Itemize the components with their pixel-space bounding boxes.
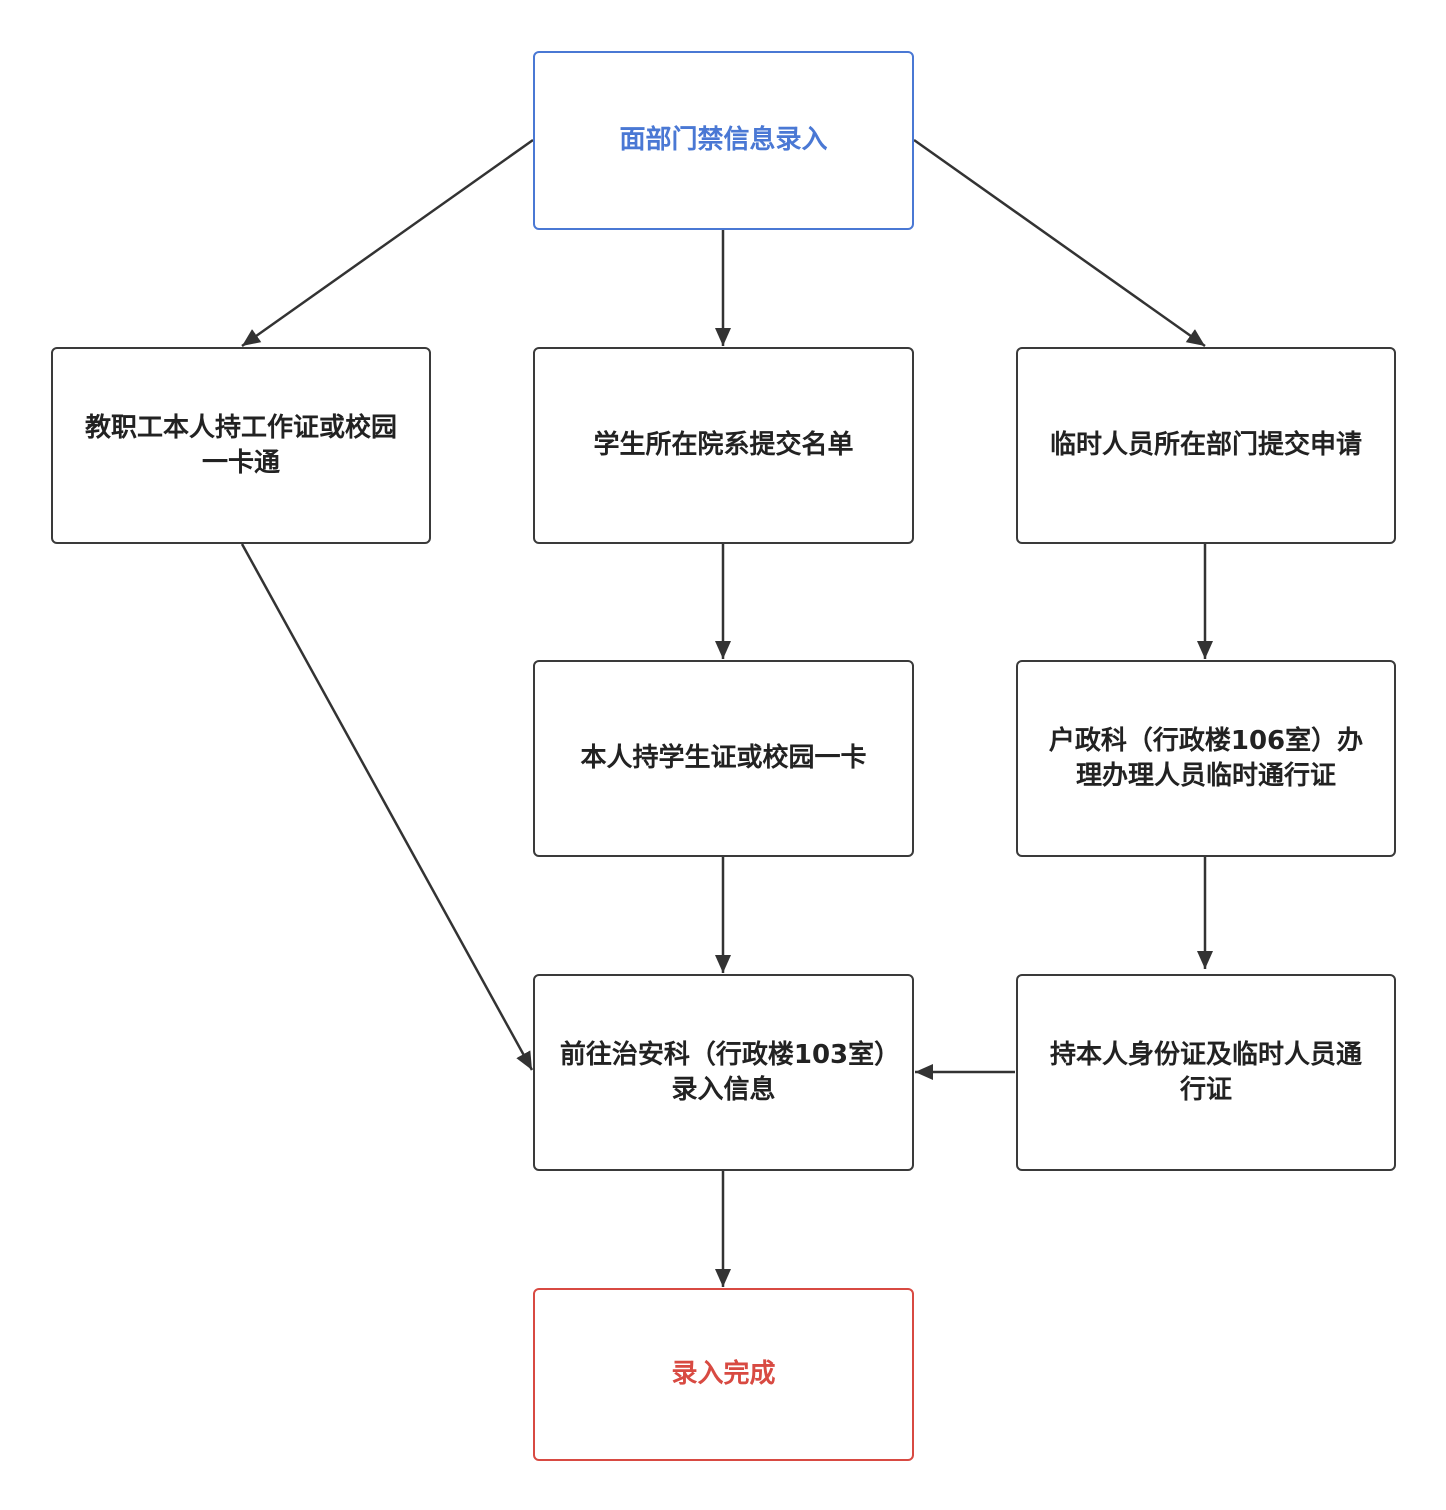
node-staff-label: 教职工本人持工作证或校园一卡通 — [84, 412, 397, 478]
node-temp-pass-label: 持本人身份证及临时人员通行证 — [1049, 1039, 1362, 1105]
node-temp-dept-label: 临时人员所在部门提交申请 — [1049, 430, 1362, 460]
node-temp-pass: 持本人身份证及临时人员通行证 — [1016, 974, 1396, 1171]
node-temp-dept: 临时人员所在部门提交申请 — [1016, 347, 1396, 544]
node-start-label: 面部门禁信息录入 — [619, 125, 828, 155]
node-security-office-label: 前往治安科（行政楼103室）录入信息 — [559, 1039, 888, 1105]
node-student-dept: 学生所在院系提交名单 — [533, 347, 914, 544]
node-end: 录入完成 — [533, 1288, 914, 1461]
node-start: 面部门禁信息录入 — [533, 51, 914, 230]
node-hukou-office: 户政科（行政楼106室）办理办理人员临时通行证 — [1016, 660, 1396, 857]
node-staff: 教职工本人持工作证或校园一卡通 — [51, 347, 431, 544]
node-student-dept-label: 学生所在院系提交名单 — [593, 430, 854, 460]
node-student-card: 本人持学生证或校园一卡 — [533, 660, 914, 857]
edge-staff-to-security-office — [240, 543, 534, 1071]
node-security-office: 前往治安科（行政楼103室）录入信息 — [533, 974, 914, 1171]
node-end-label: 录入完成 — [671, 1359, 776, 1389]
edge-start-to-temp-dept — [913, 138, 1206, 348]
node-hukou-office-label: 户政科（行政楼106室）办理办理人员临时通行证 — [1048, 725, 1364, 791]
edge-start-to-staff — [241, 138, 534, 348]
node-student-card-label: 本人持学生证或校园一卡 — [580, 743, 867, 773]
